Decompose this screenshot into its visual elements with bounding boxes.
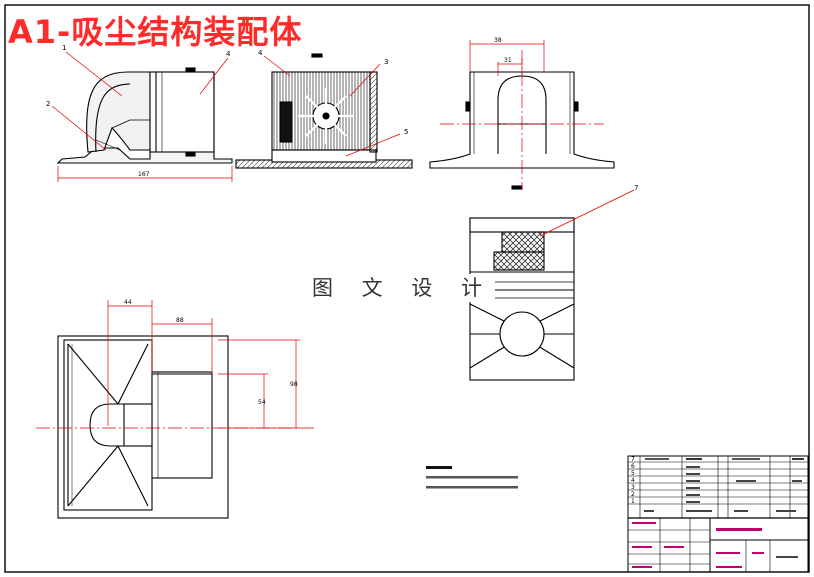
page-title: A1-吸尘结构装配体 — [8, 13, 303, 51]
side-dimensions — [440, 40, 604, 190]
plan-dim-c: 98 — [290, 381, 298, 388]
row-number: 7 — [631, 456, 635, 463]
balloon-2: 2 — [46, 100, 50, 108]
drawing-frame — [4, 4, 810, 573]
row-number: 2 — [631, 491, 635, 498]
plan-dim-b: 88 — [176, 317, 184, 324]
front-width-dimension — [57, 166, 233, 182]
row-number: 1 — [631, 498, 635, 505]
leader-lines-section — [263, 55, 401, 157]
technical-notes — [426, 466, 518, 489]
watermark-text: 图 文 设 计 — [310, 274, 496, 302]
balloon-4: 4 — [226, 50, 231, 58]
balloon-1: 1 — [62, 44, 66, 52]
balloon-5: 5 — [404, 128, 408, 136]
section-view — [235, 53, 413, 169]
balloon-7: 7 — [634, 184, 638, 192]
front-width-label: 167 — [138, 171, 150, 178]
row-number: 3 — [631, 484, 635, 491]
row-number: 4 — [631, 477, 635, 484]
title-block-row-numbers: 7 6 5 4 3 2 1 — [631, 456, 635, 505]
plan-dim-d: 54 — [258, 399, 266, 406]
balloon-4-section: 4 — [258, 49, 263, 57]
plan-dim-a: 44 — [124, 299, 132, 306]
leader-lines-detail — [539, 189, 635, 237]
side-width-label: 38 — [494, 37, 502, 44]
balloon-3: 3 — [384, 58, 388, 66]
plan-dimensions — [36, 300, 316, 429]
leader-lines-front — [51, 51, 229, 151]
row-number: 5 — [631, 470, 635, 477]
row-number: 6 — [631, 463, 635, 470]
title-block-fills — [632, 458, 804, 568]
front-view — [56, 67, 233, 164]
title-block — [627, 455, 809, 573]
side-neck-label: 31 — [504, 57, 512, 64]
plan-view — [57, 335, 229, 519]
